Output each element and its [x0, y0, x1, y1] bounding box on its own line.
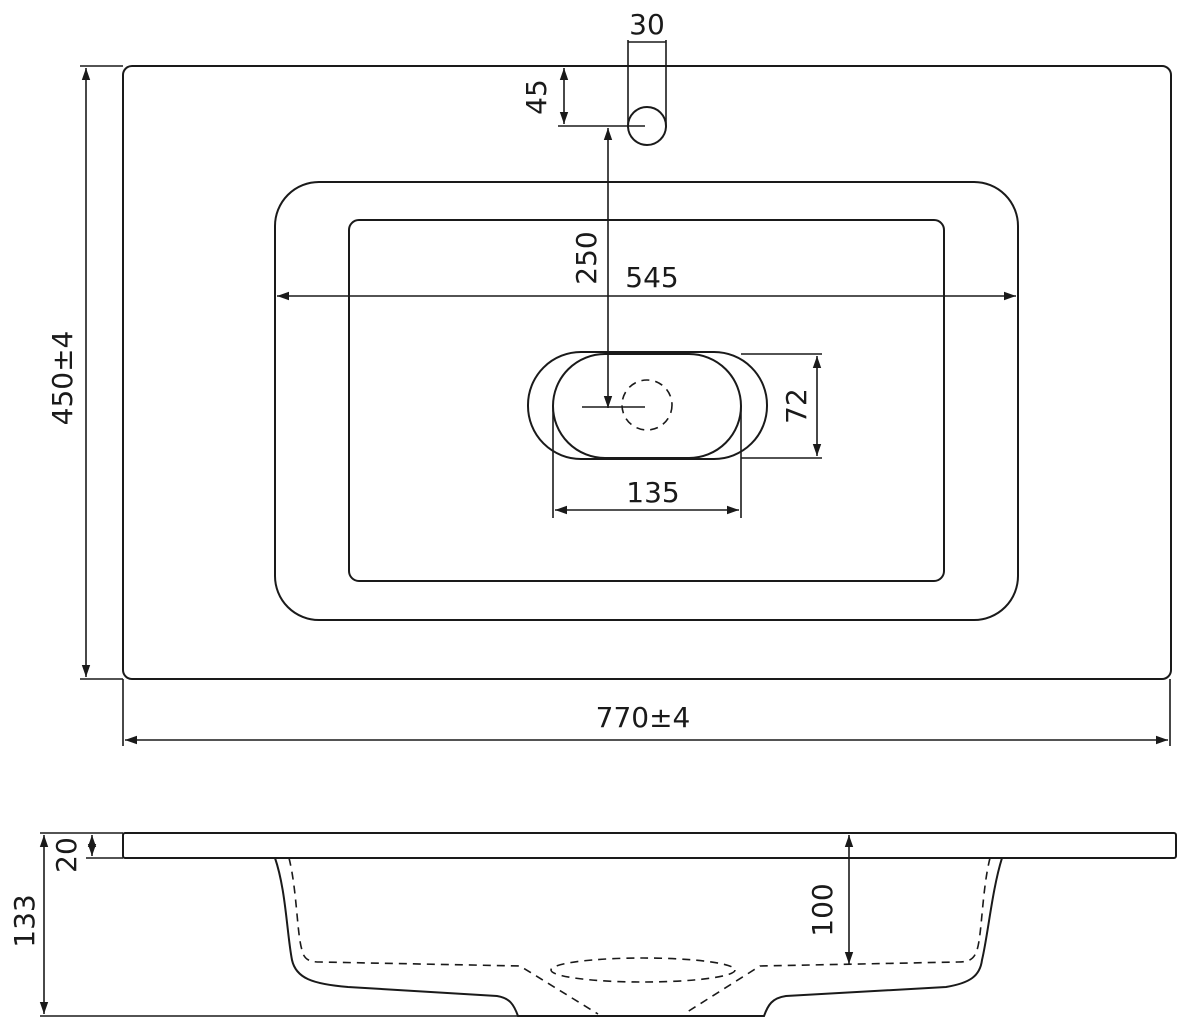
dim-250-label: 250 — [570, 231, 603, 284]
bowl-inner-floor — [348, 219, 945, 582]
dim-30-label: 30 — [629, 8, 665, 41]
drain-hole-hidden — [621, 379, 673, 431]
bowl-inner-hidden-profile — [288, 857, 599, 1015]
dim-545-label: 545 — [625, 261, 678, 294]
dim-100-label: 100 — [806, 883, 839, 936]
dim-133-label: 133 — [8, 894, 41, 947]
dim-770-label: 770±4 — [596, 701, 691, 734]
dim-20-label: 20 — [50, 837, 83, 873]
dim-450-label: 450±4 — [46, 331, 79, 426]
drain-recess-hidden — [550, 957, 736, 983]
bowl-outer-rim — [274, 181, 1019, 621]
bowl-outer-profile — [274, 857, 1003, 1017]
side-view: 20 133 100 — [8, 832, 1177, 1017]
countertop-outline — [122, 65, 1172, 680]
drain-recess-inner — [552, 353, 742, 459]
dim-135-label: 135 — [626, 476, 679, 509]
slab-profile — [122, 832, 1177, 859]
drain-recess-outer — [527, 351, 768, 460]
dim-45-label: 45 — [520, 79, 553, 115]
top-view: 30 45 250 545 72 135 450±4 770±4 — [46, 8, 1172, 746]
dim-72-label: 72 — [780, 388, 813, 424]
bowl-inner-hidden-profile-right — [683, 857, 991, 1015]
